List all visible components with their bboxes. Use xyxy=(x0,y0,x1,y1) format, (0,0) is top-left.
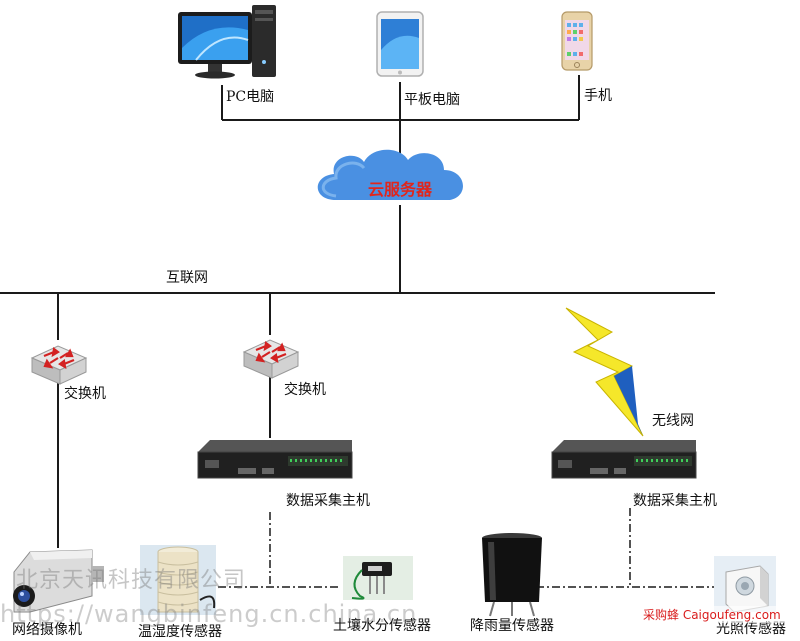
data-host-icon xyxy=(197,440,353,479)
brand-watermark: 采购蜂 Caigoufeng.com xyxy=(640,606,784,623)
pc-label: PC电脑 xyxy=(226,89,275,105)
switch-label: 交换机 xyxy=(64,386,106,402)
sensor-label: 土壤水分传感器 xyxy=(333,618,431,634)
switch-label: 交换机 xyxy=(284,382,326,398)
company-watermark: 北京天讯科技有限公司 xyxy=(16,568,247,593)
soil-moisture-sensor-icon xyxy=(343,556,413,600)
internet-label: 互联网 xyxy=(166,270,208,286)
wireless-label: 无线网 xyxy=(652,413,694,429)
phone-label: 手机 xyxy=(584,88,612,104)
cloud-icon xyxy=(317,149,463,200)
lightning-icon xyxy=(565,307,644,437)
connection-lines xyxy=(0,75,715,548)
camera-icon xyxy=(13,549,104,613)
cloud-server-label: 云服务器 xyxy=(368,180,433,199)
sensor-label: 光照传感器 xyxy=(716,621,786,637)
site-watermark: https://wangbinfeng.cn.china.cn xyxy=(0,600,418,628)
data-host-label: 数据采集主机 xyxy=(286,493,370,509)
tablet-label: 平板电脑 xyxy=(404,92,460,108)
tablet-icon xyxy=(376,11,424,77)
sensor-label: 网络摄像机 xyxy=(12,622,82,638)
temp-humidity-sensor-icon xyxy=(140,545,216,615)
rain-gauge-icon xyxy=(482,533,542,617)
sensor-dashed-lines xyxy=(218,508,715,588)
data-host-label: 数据采集主机 xyxy=(633,493,717,509)
data-host-icon xyxy=(551,440,697,479)
phone-icon xyxy=(561,11,593,71)
switch-icon xyxy=(242,339,300,379)
sensor-label: 降雨量传感器 xyxy=(470,618,554,634)
switch-icon xyxy=(30,345,88,385)
light-sensor-icon xyxy=(714,556,776,613)
pc-icon xyxy=(178,5,276,79)
sensor-label: 温湿度传感器 xyxy=(138,624,222,640)
